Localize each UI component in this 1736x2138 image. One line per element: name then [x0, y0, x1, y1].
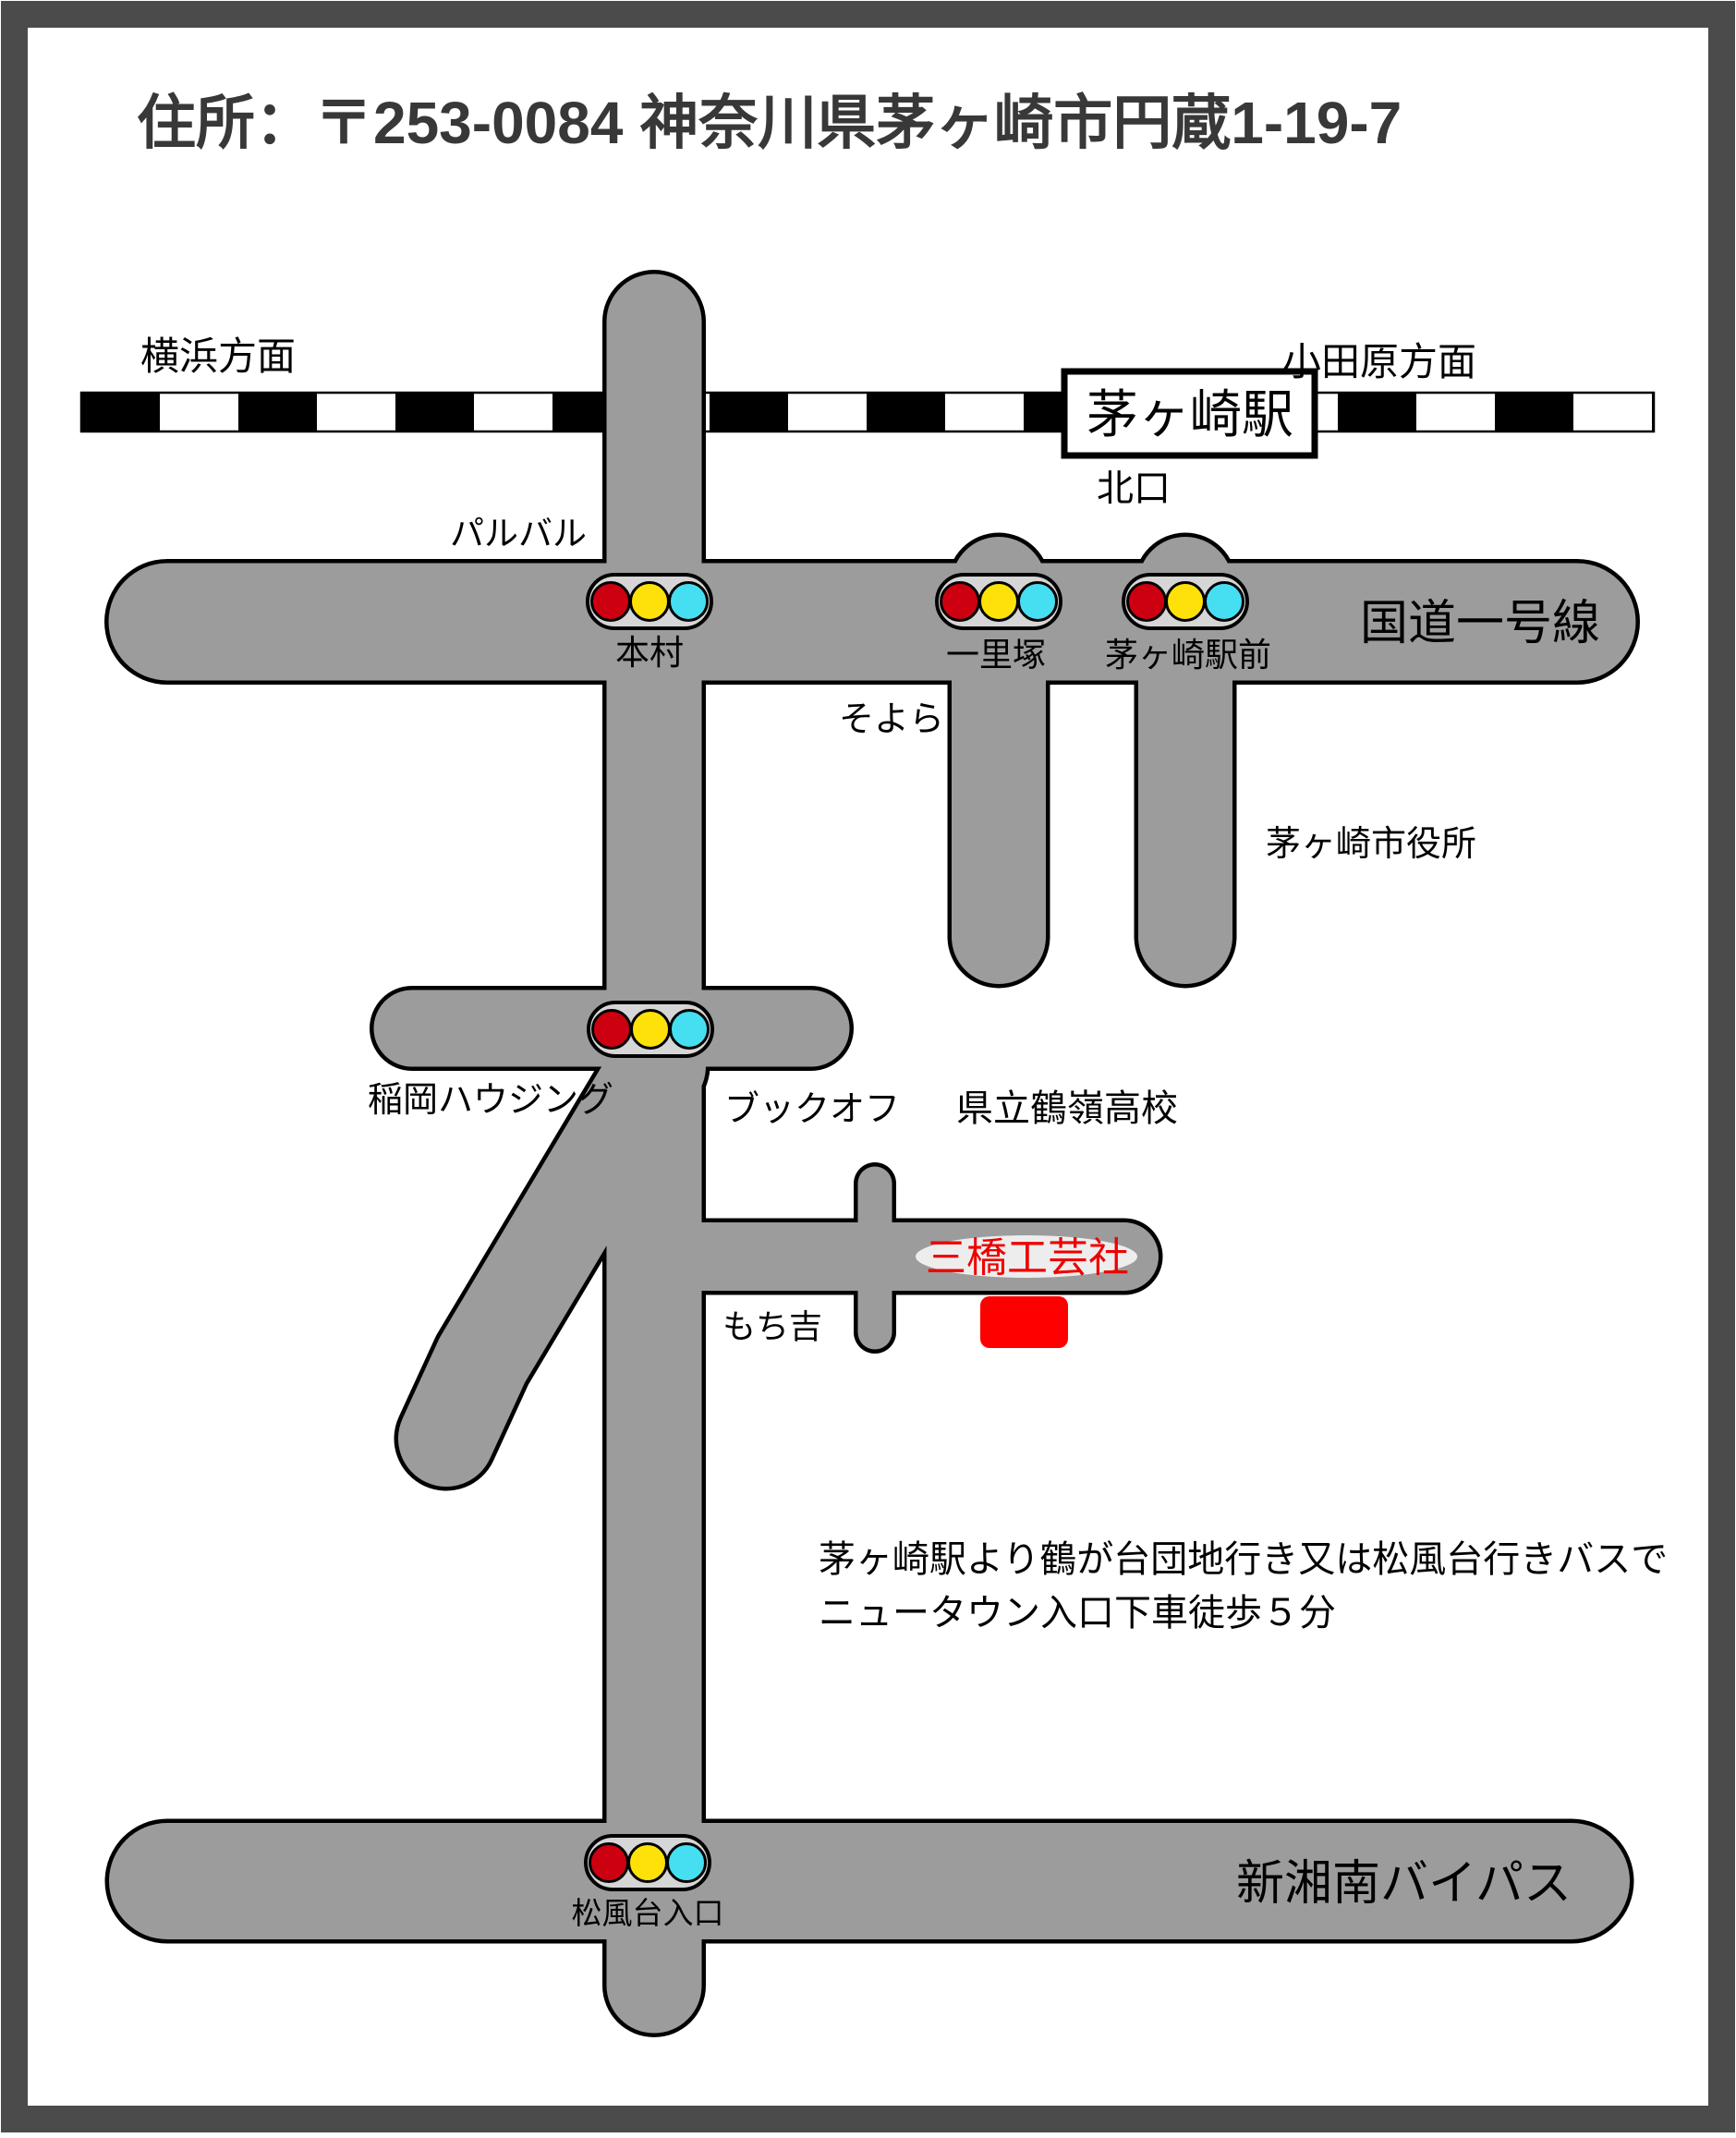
traffic-light-honmura	[586, 573, 713, 630]
yokohama-direction-label: 横浜方面	[140, 334, 296, 378]
traffic-light-ichirizuka	[935, 573, 1062, 630]
traffic-light-matsukazedai	[584, 1834, 711, 1891]
bypass-label: 新湘南バイパス	[1236, 1857, 1572, 1911]
odawara-direction-label: 小田原方面	[1282, 340, 1476, 383]
traffic-light-inaoka	[587, 1001, 714, 1058]
ichirizuka-label: 一里塚	[946, 636, 1046, 674]
bus-directions-line1: 茅ヶ崎駅より鶴が台団地行き又は松風台行きバスで	[819, 1539, 1668, 1580]
matsukazedai-label: 松風台入口	[572, 1896, 724, 1930]
destination-label: 三橋工芸社	[926, 1235, 1129, 1281]
north-exit-label: 北口	[1097, 468, 1171, 509]
honmura-label: 本村	[615, 634, 684, 672]
palbal-label: パルバル	[450, 515, 587, 553]
traffic-light-ekimae	[1122, 573, 1249, 630]
ekimae-label: 茅ヶ崎駅前	[1105, 636, 1271, 674]
station-name-label: 茅ヶ崎駅	[1087, 385, 1293, 443]
destination-highlight-ellipse	[916, 1235, 1137, 1278]
road-surfaces	[167, 322, 1577, 1986]
bookoff-label: ブックオフ	[724, 1090, 900, 1129]
address-title: 住所：〒253-0084 神奈川県茅ヶ崎市円蔵1-19-7	[137, 90, 1402, 156]
station-box	[1061, 368, 1318, 459]
mochikichi-label: もち吉	[722, 1307, 822, 1345]
route1-label: 国道一号線	[1360, 597, 1600, 650]
tsurumine-hs-label: 県立鶴嶺高校	[956, 1088, 1178, 1129]
city-hall-label: 茅ヶ崎市役所	[1266, 825, 1476, 864]
railway-line	[79, 391, 1656, 433]
bus-directions-line2: ニュータウン入口下車徒歩５分	[819, 1593, 1336, 1634]
inaoka-housing-label: 稲岡ハウジング	[368, 1081, 613, 1120]
soyora-label: そよら	[839, 700, 944, 739]
destination-building-marker	[980, 1296, 1068, 1348]
